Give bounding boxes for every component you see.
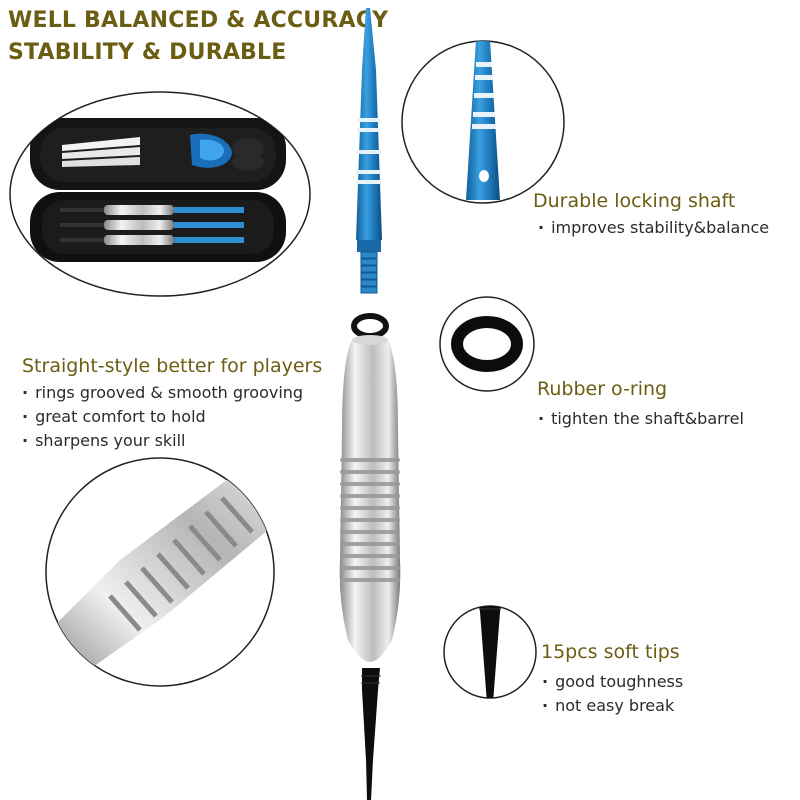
shaft-feature-list: improves stability&balance: [538, 216, 769, 240]
shaft-feature-point: improves stability&balance: [538, 216, 769, 240]
tips-feature-point: good toughness: [542, 670, 683, 694]
soft-tip-detail-image: [443, 605, 537, 699]
oring-feature-list: tighten the shaft&barrel: [538, 407, 744, 431]
headline-line-2: STABILITY & DURABLE: [8, 40, 287, 65]
shaft-image: [356, 8, 382, 294]
tips-feature-list: good toughness not easy break: [542, 670, 683, 718]
barrel-feature-point: sharpens your skill: [22, 429, 303, 453]
small-o-ring-image: [351, 313, 389, 339]
o-ring-image: [439, 296, 535, 392]
barrel-feature-title: Straight-style better for players: [22, 355, 323, 377]
dart-case-image: [9, 91, 311, 297]
barrel-feature-point: rings grooved & smooth grooving: [22, 381, 303, 405]
tips-feature-title: 15pcs soft tips: [541, 641, 680, 663]
barrel-image: [339, 335, 401, 662]
barrel-feature-list: rings grooved & smooth grooving great co…: [22, 381, 303, 453]
shaft-detail-image: [401, 40, 565, 204]
oring-feature-point: tighten the shaft&barrel: [538, 407, 744, 431]
shaft-feature-title: Durable locking shaft: [533, 190, 736, 212]
oring-feature-title: Rubber o-ring: [537, 378, 668, 400]
soft-tip-image: [361, 668, 381, 800]
barrel-detail-image: [45, 457, 275, 687]
barrel-feature-point: great comfort to hold: [22, 405, 303, 429]
headline-line-1: WELL BALANCED & ACCURACY: [8, 8, 389, 33]
tips-feature-point: not easy break: [542, 694, 683, 718]
